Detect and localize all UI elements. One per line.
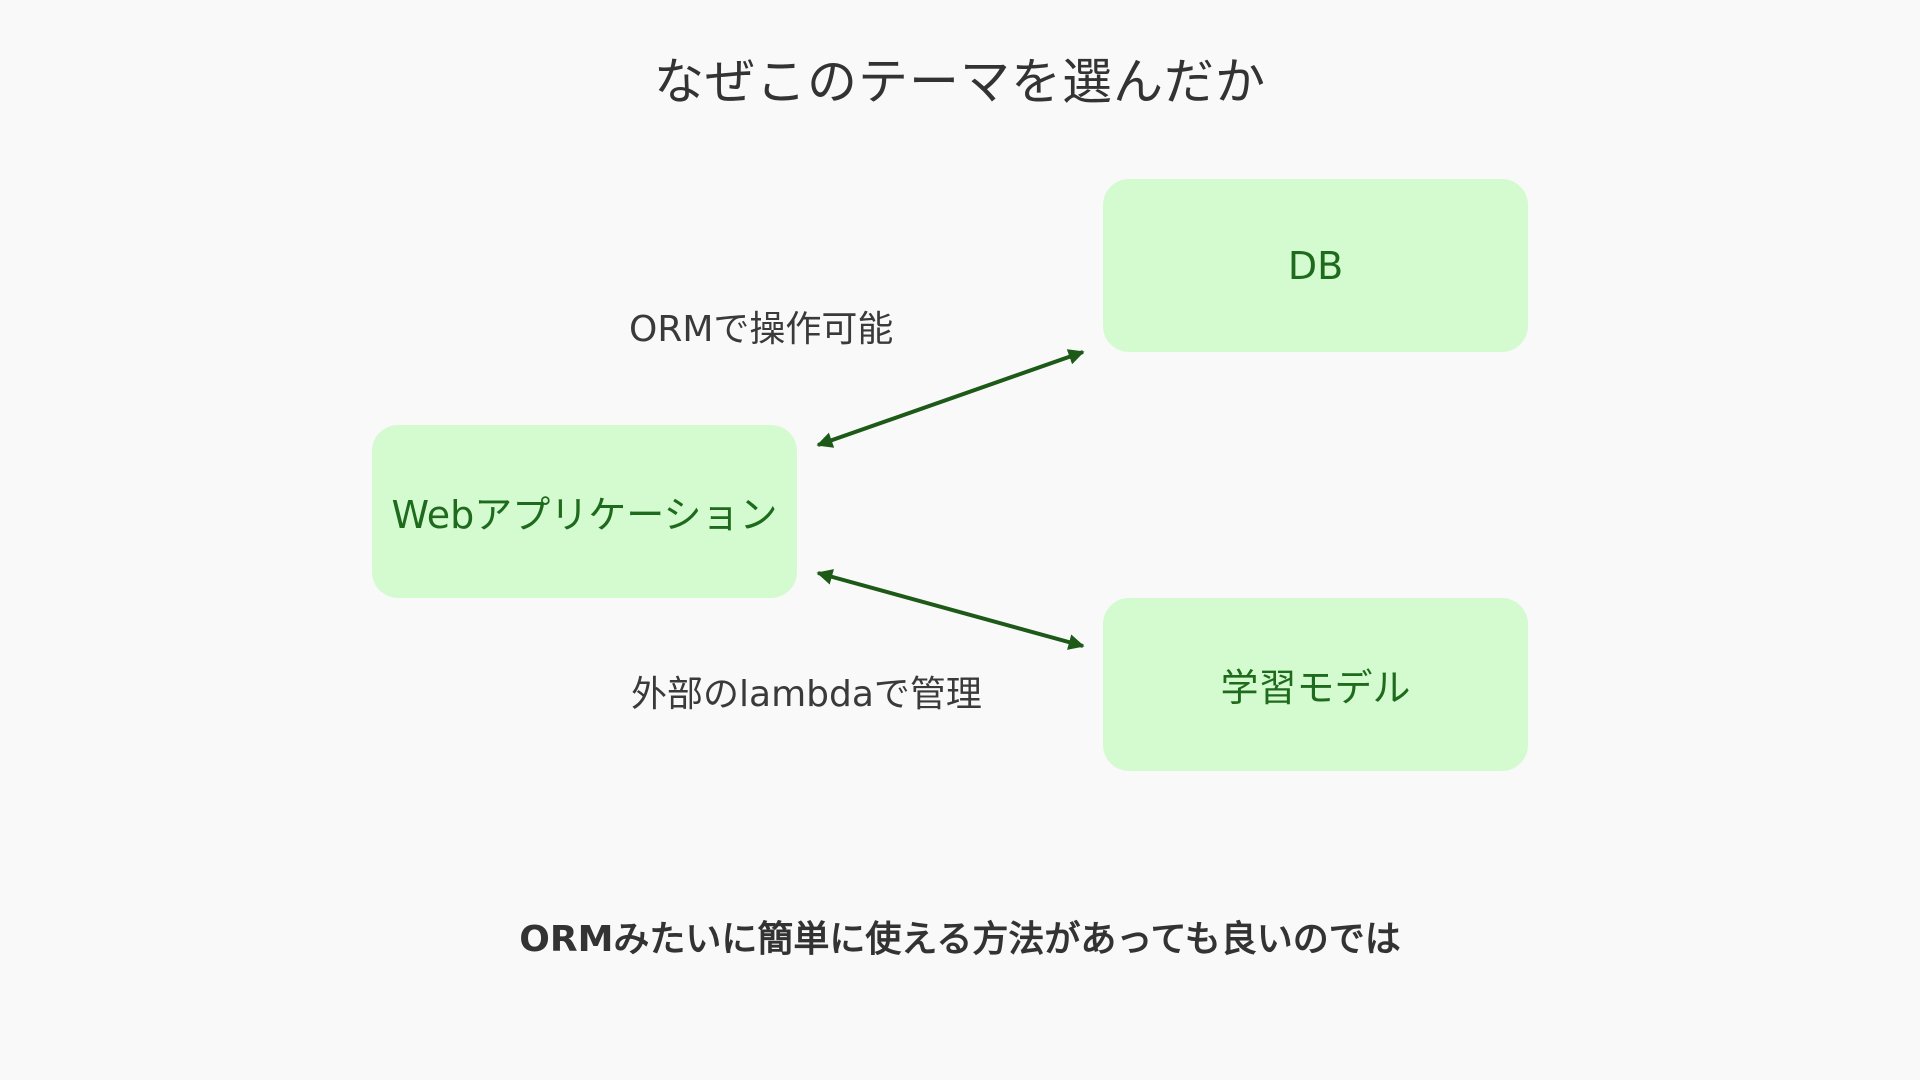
conclusion-text: ORMみたいに簡単に使える方法があっても良いのでは (519, 919, 1401, 960)
web-model-double-arrow (816, 569, 1085, 650)
db-node: DB (1103, 179, 1528, 352)
web-db-double-arrow (816, 349, 1085, 448)
orm-edge-label: ORMで操作可能 (629, 309, 894, 350)
learning-model-node-label: 学習モデル (1220, 666, 1411, 710)
web-application-node-label: Webアプリケーション (391, 493, 778, 537)
slide-title: なぜこのテーマを選んだか (654, 53, 1266, 111)
lambda-edge-label: 外部のlambdaで管理 (631, 674, 982, 715)
db-node-label: DB (1287, 243, 1344, 288)
web-application-node: Webアプリケーション (372, 425, 797, 598)
learning-model-node: 学習モデル (1103, 598, 1528, 771)
